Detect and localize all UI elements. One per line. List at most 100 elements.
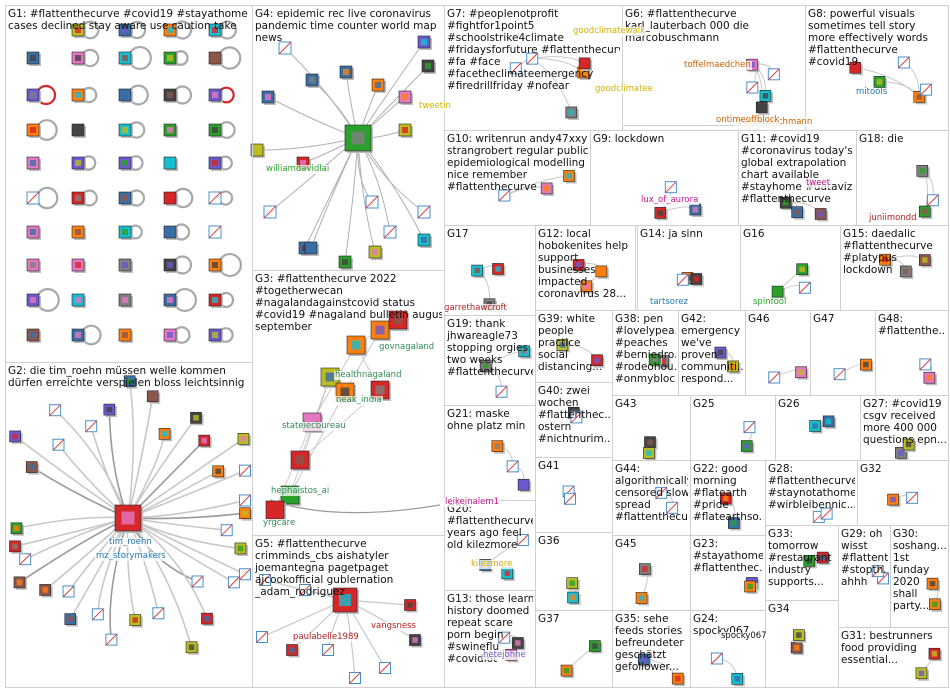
graph-node bbox=[928, 647, 942, 662]
graph-node bbox=[635, 592, 650, 606]
graph-node bbox=[926, 194, 939, 207]
graph-node bbox=[250, 143, 265, 158]
graph-node bbox=[637, 653, 652, 667]
graph-edge bbox=[531, 58, 572, 113]
graph-edge bbox=[289, 391, 346, 496]
group-frame-g30 bbox=[890, 525, 949, 628]
graph-node bbox=[239, 464, 251, 477]
graph-node bbox=[379, 662, 391, 674]
graph-node bbox=[304, 241, 319, 256]
graph-node bbox=[814, 208, 829, 222]
graph-node bbox=[163, 293, 178, 308]
graph-node bbox=[208, 191, 222, 205]
graph-node bbox=[822, 415, 837, 429]
graph-node bbox=[728, 517, 742, 531]
graph-node bbox=[820, 507, 833, 520]
graph-node bbox=[185, 641, 200, 655]
graph-node bbox=[643, 447, 657, 461]
graph-edge bbox=[357, 41, 425, 139]
graph-node bbox=[368, 245, 383, 260]
graph-node bbox=[404, 599, 418, 613]
graph-node bbox=[305, 73, 320, 88]
graph-node bbox=[509, 62, 522, 75]
graph-node bbox=[897, 56, 910, 69]
graph-node bbox=[895, 447, 909, 461]
graph-node bbox=[563, 170, 577, 184]
graph-node bbox=[26, 51, 41, 66]
graph-node bbox=[923, 371, 937, 386]
graph-node bbox=[9, 430, 23, 444]
graph-node bbox=[212, 465, 226, 479]
graph-node bbox=[71, 123, 86, 138]
graph-node bbox=[49, 404, 62, 417]
graph-node bbox=[71, 191, 86, 206]
graph-node bbox=[163, 123, 178, 138]
graph-node bbox=[208, 293, 223, 308]
graph-node bbox=[578, 57, 593, 71]
graph-node bbox=[71, 328, 86, 343]
graph-node bbox=[491, 440, 505, 454]
graph-node bbox=[383, 225, 397, 239]
graph-node bbox=[118, 258, 133, 273]
graph-node bbox=[26, 191, 40, 205]
graph-edge bbox=[19, 517, 129, 584]
graph-node bbox=[71, 156, 86, 171]
graph-node bbox=[540, 182, 555, 196]
graph-node bbox=[916, 165, 930, 179]
graph-node bbox=[278, 41, 292, 55]
graph-node bbox=[322, 644, 334, 656]
graph-node bbox=[335, 382, 356, 403]
graph-node bbox=[849, 61, 863, 76]
graph-edge bbox=[109, 517, 129, 640]
graph-node bbox=[265, 500, 286, 521]
graph-node bbox=[349, 672, 361, 684]
graph-node bbox=[690, 273, 704, 287]
graph-node bbox=[915, 667, 929, 681]
graph-node bbox=[501, 567, 515, 581]
graph-node bbox=[556, 339, 570, 353]
graph-node bbox=[919, 83, 932, 96]
graph-node bbox=[755, 101, 770, 115]
graph-node bbox=[118, 191, 133, 206]
graph-node bbox=[666, 501, 679, 514]
graph-node bbox=[163, 23, 178, 38]
group-frame-g28 bbox=[765, 460, 858, 526]
graph-node bbox=[689, 203, 703, 218]
group-frame-g47 bbox=[810, 310, 876, 396]
graph-node bbox=[746, 58, 760, 73]
graph-node bbox=[263, 205, 277, 219]
graph-edge bbox=[504, 175, 570, 196]
graph-node bbox=[261, 90, 276, 105]
graph-node bbox=[926, 577, 941, 592]
graph-node bbox=[118, 328, 133, 343]
graph-node bbox=[9, 540, 23, 554]
graph-node bbox=[71, 258, 86, 273]
graph-edge bbox=[532, 58, 584, 73]
graph-node bbox=[163, 225, 178, 240]
graph-node bbox=[919, 254, 933, 268]
graph-node bbox=[565, 106, 579, 120]
graph-node bbox=[398, 90, 413, 105]
graph-node bbox=[517, 478, 532, 493]
graph-node bbox=[208, 123, 223, 138]
graph-node bbox=[26, 328, 41, 343]
graph-node bbox=[498, 631, 511, 644]
graph-node bbox=[906, 491, 919, 504]
graph-node bbox=[654, 207, 668, 221]
graph-node bbox=[471, 264, 485, 279]
graph-node bbox=[152, 607, 165, 620]
graph-node bbox=[589, 640, 603, 654]
graph-node bbox=[417, 205, 431, 219]
group-frame-g7 bbox=[444, 5, 623, 131]
graph-node bbox=[710, 652, 723, 665]
graph-node bbox=[338, 255, 353, 270]
graph-edge bbox=[504, 186, 547, 196]
graph-node bbox=[409, 634, 423, 648]
graph-node bbox=[365, 195, 379, 209]
graph-node bbox=[759, 89, 773, 104]
graph-edge bbox=[532, 56, 585, 64]
graph-node bbox=[740, 440, 755, 454]
graph-node bbox=[566, 577, 580, 591]
graph-node bbox=[371, 78, 386, 93]
graph-node bbox=[798, 281, 811, 294]
